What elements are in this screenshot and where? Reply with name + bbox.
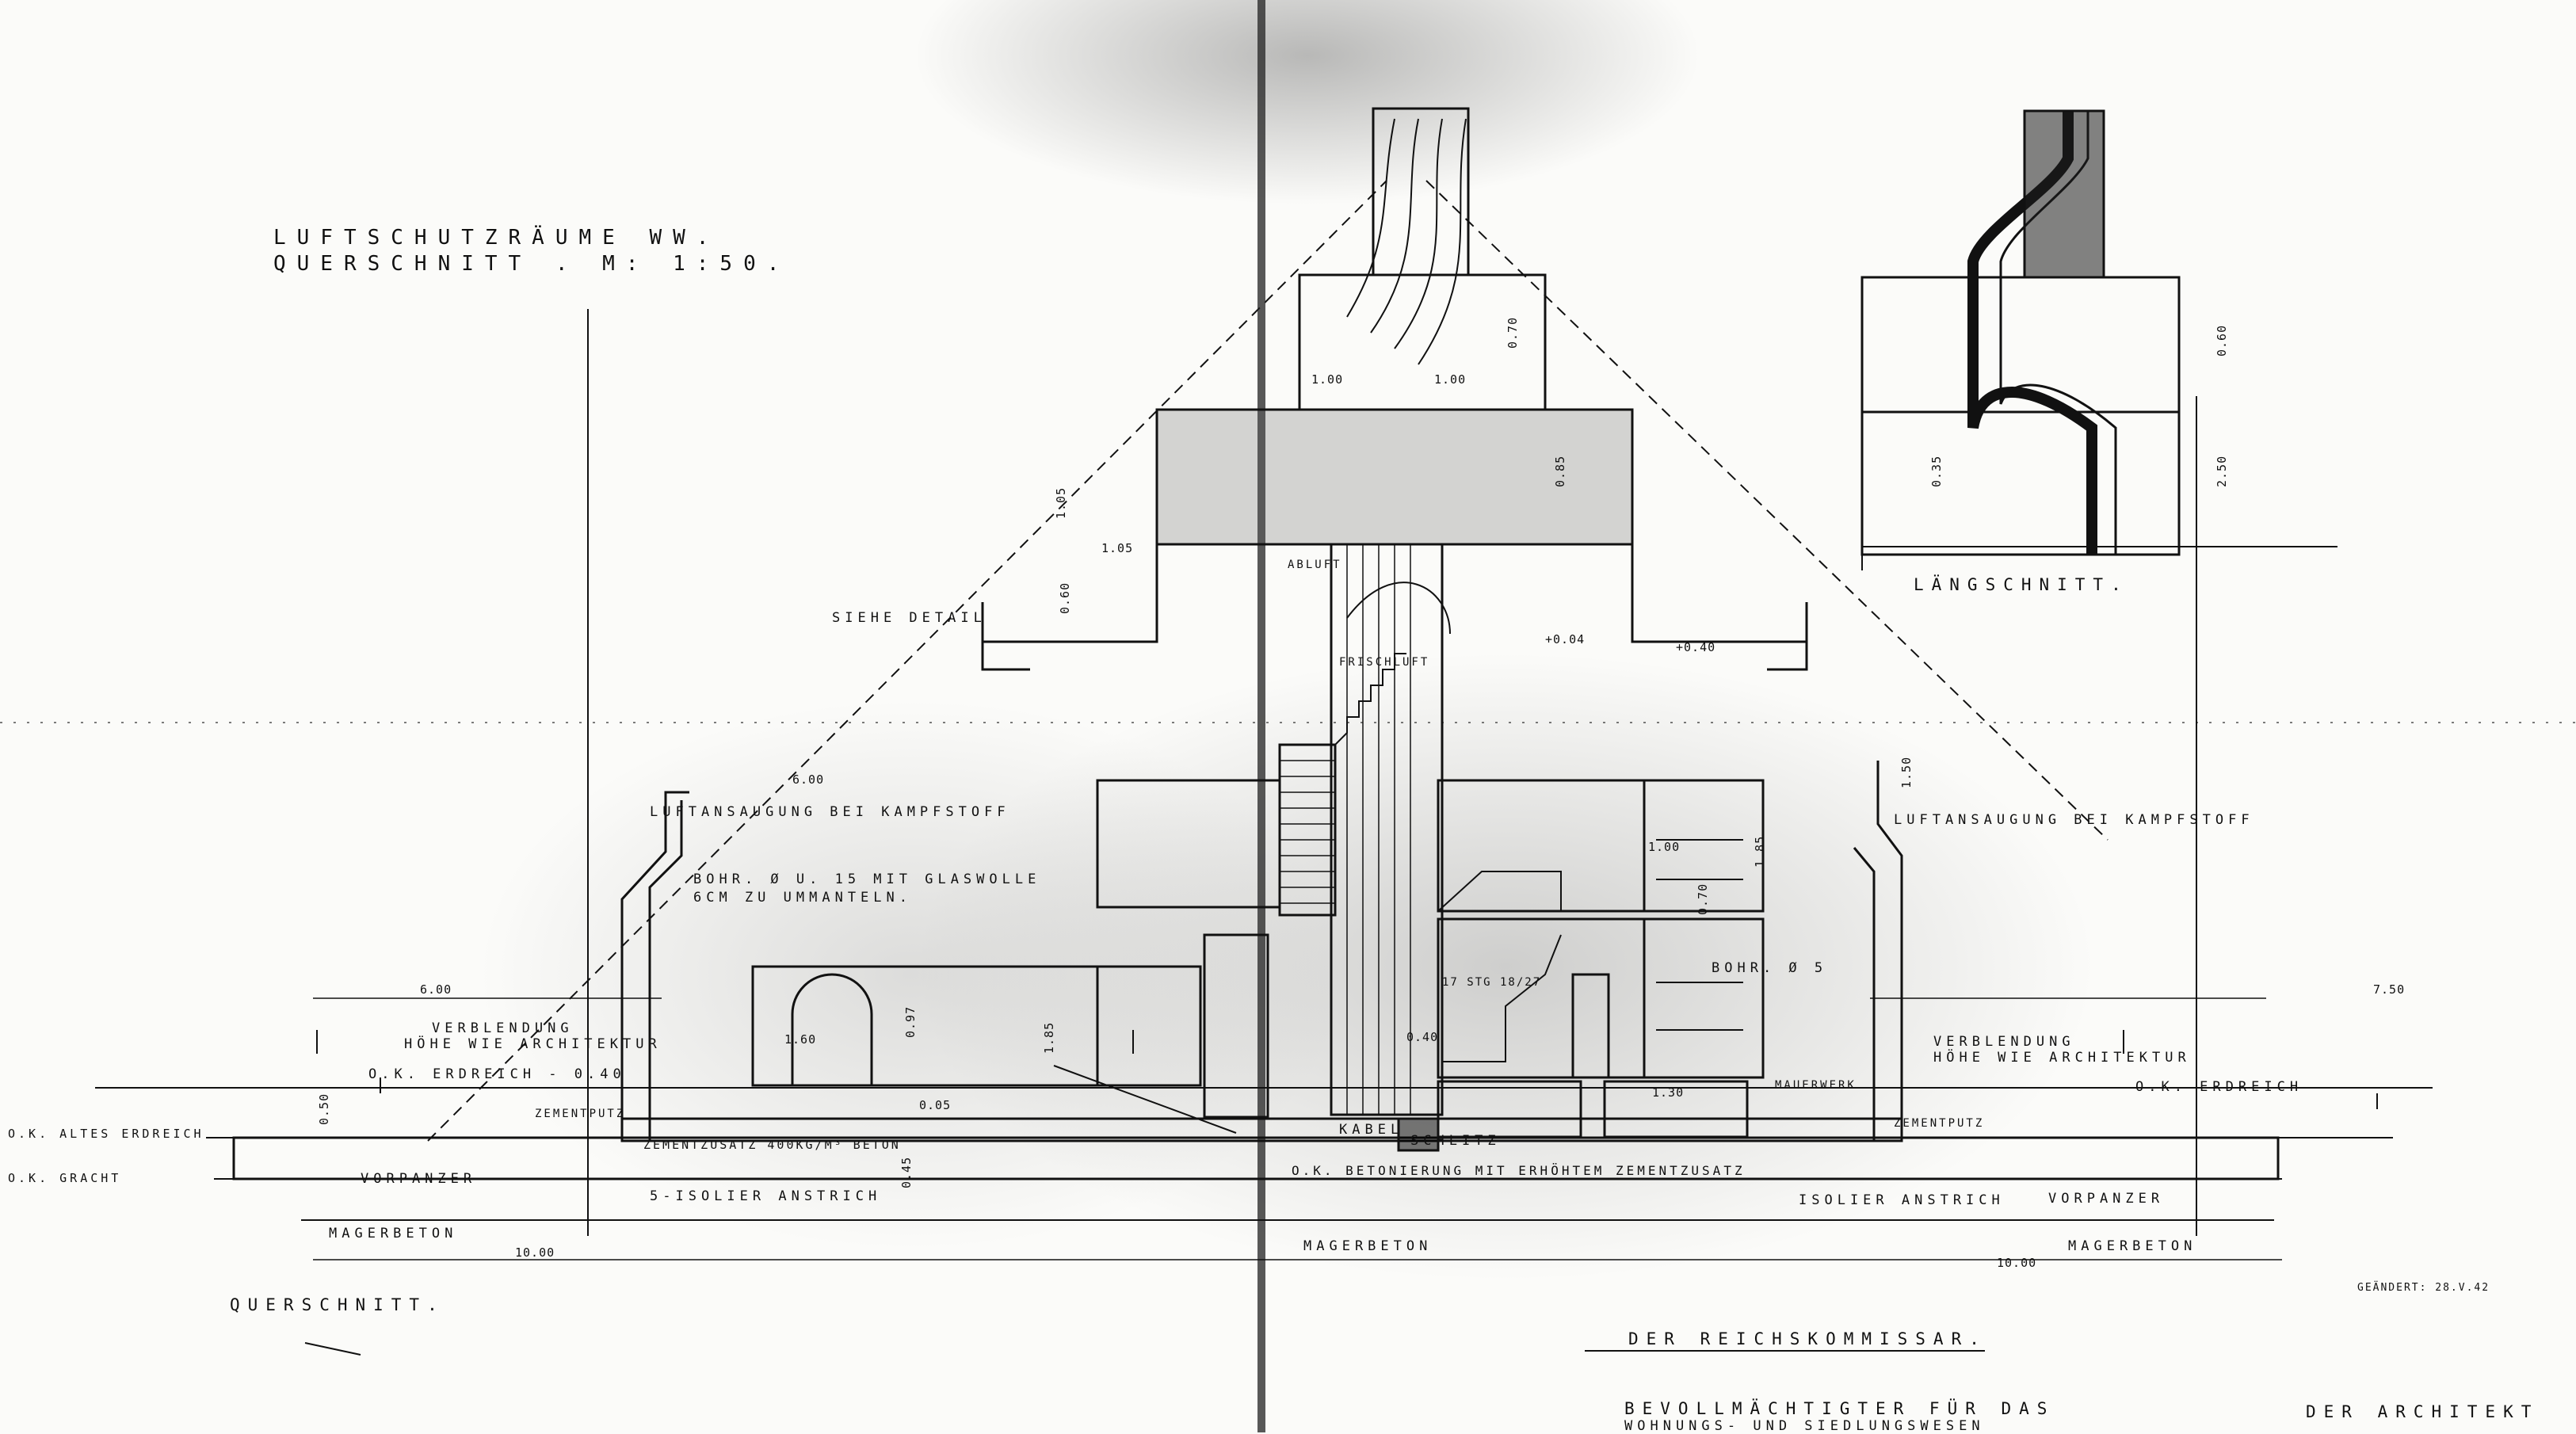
note-magerbeton-left: MAGERBETON	[329, 1226, 458, 1241]
detail-label: LÄNGSCHNITT.	[1914, 575, 2129, 594]
note-bohrung-2: 6cm ZU UMMANTELN.	[693, 890, 912, 906]
dim-100-c: 1.00	[1648, 840, 1681, 854]
dim-045: 0.45	[899, 1156, 914, 1188]
dim-004: +0.04	[1545, 632, 1586, 646]
roof-slope-left	[427, 180, 1387, 1142]
dim-040-b: 0.40	[1406, 1030, 1439, 1044]
dim-060: 0.60	[2215, 324, 2229, 357]
dim-050: 0.50	[317, 1093, 331, 1125]
dim-185: 1.85	[1042, 1021, 1056, 1054]
detail-drawing	[1860, 109, 2337, 570]
title-line-1: LUFTSCHUTZRÄUME WW.	[273, 226, 720, 250]
note-kabel: KABEL	[1339, 1122, 1404, 1138]
signature-bevollmaechtigter-1: BEVOLLMÄCHTIGTER FÜR DAS	[1624, 1399, 2055, 1418]
note-zementzusatz: ZEMENTZUSATZ 400kg/m³ BETON	[643, 1138, 901, 1152]
dim-600-left: 6.00	[420, 982, 452, 997]
note-verblendung-right-1: VERBLENDUNG	[1933, 1034, 2075, 1050]
note-betonierung: O.K. BETONIERUNG MIT ERHÖHTEM ZEMENTZUSA…	[1292, 1163, 1746, 1178]
section-label: QUERSCHNITT.	[230, 1295, 445, 1314]
dim-130: 1.30	[1652, 1085, 1685, 1100]
note-ok-alter-erdreich: O.K. ALTES ERDREICH	[8, 1127, 204, 1141]
dim-185-b: 1.85	[1753, 835, 1767, 868]
dim-105: 1.05	[1101, 541, 1134, 555]
roof-slope-right	[1425, 180, 2109, 841]
note-isolier-left: 5-ISOLIER ANSTRICH	[650, 1188, 882, 1204]
note-abluft: ABLUFT	[1288, 559, 1342, 571]
signature-architekt: DER ARCHITEKT	[2306, 1402, 2540, 1421]
dim-105-d: 1.05	[1054, 486, 1068, 519]
dim-070: 0.70	[1506, 316, 1520, 349]
dim-097: 0.97	[903, 1005, 918, 1038]
signature-bevollmaechtigter-2: WOHNUNGS- UND SIEDLUNGSWESEN	[1624, 1418, 1985, 1434]
note-verblendung-left-2: HÖHE WIE ARCHITEKTUR	[404, 1036, 662, 1052]
door-arch	[791, 973, 873, 1085]
note-schlitz: SCHLITZ	[1410, 1133, 1501, 1149]
note-luftansaugung-left: LUFTANSAUGUNG BEI KAMPFSTOFF	[650, 804, 1010, 820]
dim-250: 2.50	[2215, 455, 2229, 487]
note-ok-erdreich-right: O.K. ERDREICH	[2135, 1079, 2303, 1095]
note-zementputz-right: ZEMENTPUTZ	[1894, 1117, 1985, 1130]
note-luftansaugung-right: LUFTANSAUGUNG BEI KAMPFSTOFF	[1894, 812, 2254, 828]
dim-070-b: 0.70	[1696, 883, 1710, 915]
note-verblendung-right-2: HÖHE WIE ARCHITEKTUR	[1933, 1050, 2191, 1066]
note-zementputz-left: ZEMENTPUTZ	[535, 1108, 626, 1120]
dim-100-a: 1.00	[1311, 372, 1344, 387]
note-magerbeton-right: MAGERBETON	[2068, 1238, 2197, 1254]
note-vorpanzer-right: VORPANZER	[2048, 1191, 2165, 1207]
dim-160: 1.60	[784, 1032, 817, 1047]
dim-085: 0.85	[1553, 455, 1567, 487]
note-isolier-right: ISOLIER ANSTRICH	[1799, 1192, 2005, 1208]
note-ok-gracht: O.K. GRACHT	[8, 1171, 122, 1185]
note-geaendert: GEÄNDERT: 28.V.42	[2357, 1282, 2490, 1294]
dim-040: +0.40	[1676, 640, 1716, 654]
note-ok-erdreich-left: O.K. ERDREICH - 0.40	[368, 1066, 626, 1082]
dim-100-b: 1.00	[1434, 372, 1467, 387]
dim-600-mid: 6.00	[792, 772, 825, 787]
note-magerbeton-center: MAGERBETON	[1303, 1238, 1433, 1254]
note-frischluft: FRISCHLUFT	[1339, 656, 1430, 669]
note-vorpanzer-left: VORPANZER	[361, 1171, 477, 1187]
note-siehe-detail: SIEHE DETAIL	[832, 610, 987, 626]
dim-005: 0.05	[919, 1098, 952, 1112]
dim-150: 1.50	[1899, 756, 1914, 788]
signature-reichskommissar: DER REICHSKOMMISSAR.	[1628, 1329, 1987, 1348]
dim-750: 7.50	[2373, 982, 2406, 997]
dim-060-b: 0.60	[1058, 582, 1072, 614]
note-bohrung-1: BOHR. Ø U. 15 MIT GLASWOLLE	[693, 871, 1041, 887]
note-stg: 17 STG 18/27	[1442, 976, 1542, 989]
note-bohrung-right: BOHR. Ø 5	[1712, 960, 1828, 976]
dim-1000-left: 10.00	[515, 1245, 555, 1260]
dim-035: 0.35	[1929, 455, 1944, 487]
note-verblendung-left-1: VERBLENDUNG	[432, 1020, 574, 1036]
note-mauerwerk: MAUERWERK	[1775, 1079, 1857, 1092]
chimney-head	[1372, 107, 1470, 277]
title-line-2: QUERSCHNITT . M: 1:50.	[273, 252, 791, 276]
dim-1000-right: 10.00	[1997, 1256, 2037, 1270]
